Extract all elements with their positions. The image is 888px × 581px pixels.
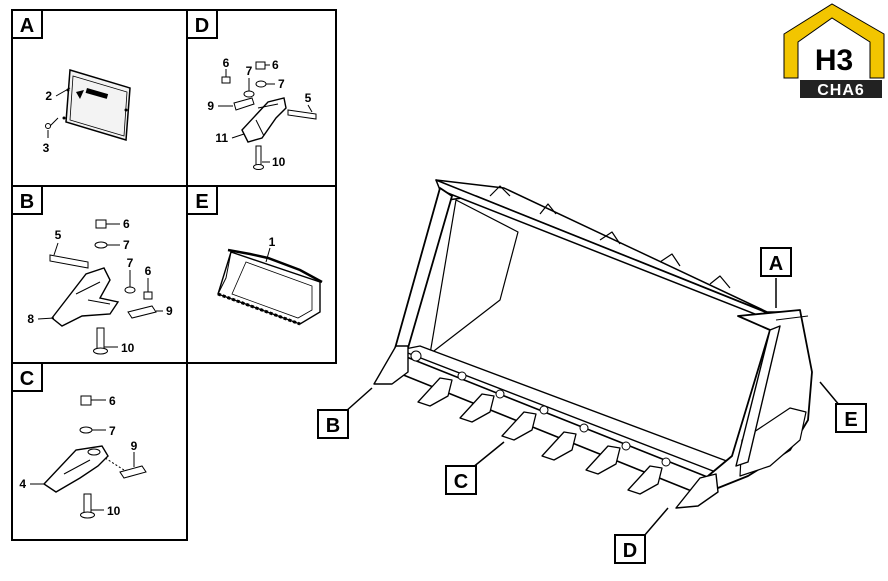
label-1: 1 [269, 235, 276, 249]
label-6b: 6 [145, 264, 152, 278]
label-6: 6 [109, 394, 116, 408]
callout-c-box [445, 465, 477, 495]
brand-logo: H3 CHA6 [783, 3, 885, 99]
nut [221, 76, 231, 84]
label-9: 9 [166, 304, 173, 318]
label-9: 9 [131, 439, 138, 453]
label-10: 10 [107, 504, 121, 518]
label-3: 3 [43, 141, 50, 155]
label-7: 7 [109, 424, 116, 438]
panel-d-content: 6 6 7 7 9 5 11 10 [207, 56, 317, 170]
label-7b: 7 [278, 77, 285, 91]
nameplate-logo-text [85, 88, 109, 99]
main-bucket [373, 179, 813, 509]
side-tooth [241, 97, 287, 143]
label-6a: 6 [223, 56, 230, 70]
label-6a: 6 [123, 217, 130, 231]
cutting-edge [385, 355, 721, 497]
panel-e-frame [186, 185, 337, 364]
panel-c-letter: C [20, 368, 34, 390]
adapter-knobs [410, 350, 671, 467]
panel-frames [11, 9, 337, 541]
logo-bottom-band [800, 80, 882, 98]
logo-roof [783, 3, 885, 79]
center-tooth [42, 445, 109, 493]
callouts: A B C D E [317, 247, 867, 564]
callout-e-box [835, 403, 867, 433]
main-corner-tooth-left [373, 345, 409, 385]
callout-e: E [844, 409, 857, 431]
label-7a: 7 [123, 238, 130, 252]
callout-d-box [614, 534, 646, 564]
panel-c-content: 6 7 9 4 10 [19, 394, 147, 519]
callout-a: A [769, 253, 783, 275]
label-2: 2 [45, 89, 52, 103]
callout-b-box [317, 409, 349, 439]
panel-c-frame [11, 362, 188, 541]
panel-e-content: 1 [217, 235, 323, 326]
logo-top-text: H3 [815, 44, 853, 77]
logo-bottom-text: CHA6 [817, 82, 865, 99]
label-4: 4 [19, 477, 26, 491]
label-5: 5 [55, 228, 62, 242]
corner-tooth [51, 267, 120, 327]
panel-a-letter: A [20, 15, 34, 37]
nameplate-logo-mark [76, 90, 84, 99]
label-7a: 7 [246, 64, 253, 78]
panel-a-content: 2 3 [43, 69, 131, 155]
label-6b: 6 [272, 58, 279, 72]
label-10: 10 [272, 155, 286, 169]
bucket-thumb [217, 251, 321, 325]
panel-b-content: 6 7 5 7 6 9 8 10 [27, 217, 173, 355]
panel-b-letter: B [20, 191, 34, 213]
nameplate [65, 69, 131, 141]
rivet [45, 123, 51, 129]
callout-b: B [326, 415, 340, 437]
label-10: 10 [121, 341, 135, 355]
label-7b: 7 [127, 256, 134, 270]
label-9: 9 [207, 99, 214, 113]
panel-d-letter: D [195, 15, 209, 37]
callout-d: D [623, 540, 637, 562]
label-11: 11 [215, 131, 228, 145]
main-corner-tooth-right [675, 473, 719, 509]
section-letters: A D B E C [11, 9, 218, 392]
callout-c: C [454, 471, 468, 493]
panel-e-letter: E [195, 191, 208, 213]
label-5: 5 [305, 91, 312, 105]
callout-a-box [760, 247, 792, 277]
label-8: 8 [27, 312, 34, 326]
main-teeth-row [417, 377, 663, 495]
